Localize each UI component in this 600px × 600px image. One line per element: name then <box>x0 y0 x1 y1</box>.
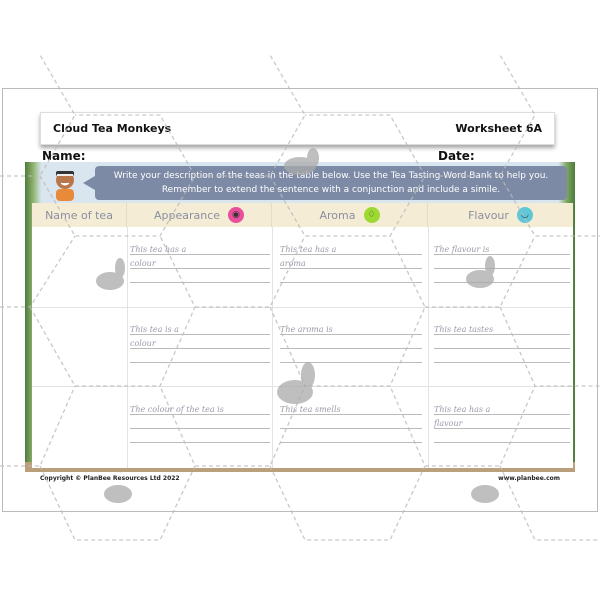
column-divider <box>272 227 273 468</box>
writing-line[interactable] <box>130 334 270 335</box>
writing-line[interactable] <box>130 442 270 443</box>
writing-prompt-flavour[interactable]: This tea tastes <box>434 323 570 363</box>
column-header-appearance: Appearance◉ <box>127 203 272 227</box>
prompt-text: aroma <box>280 259 309 268</box>
prompt-text: The colour of the tea is <box>130 405 227 414</box>
character-avatar <box>56 171 74 201</box>
instructions-banner: Write your description of the teas in th… <box>83 166 567 200</box>
writing-line[interactable] <box>434 268 570 269</box>
writing-prompt-aroma[interactable]: This tea smells <box>280 403 422 443</box>
writing-line[interactable] <box>434 254 570 255</box>
writing-line[interactable] <box>280 268 422 269</box>
writing-prompt-aroma[interactable]: The aroma is <box>280 323 422 363</box>
copyright-text: Copyright © PlanBee Resources Ltd 2022 <box>40 475 180 482</box>
writing-line[interactable] <box>130 428 270 429</box>
writing-line[interactable] <box>434 334 570 335</box>
writing-line[interactable] <box>434 348 570 349</box>
row-divider <box>32 307 573 308</box>
writing-prompt-flavour[interactable]: This tea has a flavour <box>434 403 570 443</box>
table-header: Name of tea Appearance◉ Aroma♢ Flavour◡ <box>32 203 573 227</box>
column-header-name: Name of tea <box>32 203 127 227</box>
column-divider <box>127 227 128 468</box>
column-header-flavour: Flavour◡ <box>428 203 573 227</box>
writing-prompt-appearance[interactable]: The colour of the tea is <box>130 403 270 443</box>
writing-line[interactable] <box>434 362 570 363</box>
worksheet-header: Cloud Tea Monkeys Worksheet 6A <box>40 112 555 145</box>
prompt-text: This tea has a <box>130 245 190 254</box>
writing-prompt-flavour[interactable]: The flavour is <box>434 243 570 283</box>
prompt-text: This tea has a <box>434 405 494 414</box>
prompt-text: The aroma is <box>280 325 336 334</box>
date-label: Date: <box>438 149 475 163</box>
website-text: www.planbee.com <box>498 475 560 482</box>
eye-icon: ◉ <box>228 207 245 223</box>
prompt-text: The flavour is <box>434 245 493 254</box>
writing-line[interactable] <box>280 254 422 255</box>
writing-line[interactable] <box>434 428 570 429</box>
prompt-text: flavour <box>434 419 466 428</box>
row-divider <box>32 386 573 387</box>
date-field[interactable]: Date: <box>438 149 567 163</box>
writing-line[interactable] <box>130 414 270 415</box>
prompt-text: colour <box>130 339 159 348</box>
writing-line[interactable] <box>280 334 422 335</box>
writing-line[interactable] <box>130 268 270 269</box>
writing-line[interactable] <box>280 428 422 429</box>
writing-line[interactable] <box>280 414 422 415</box>
writing-line[interactable] <box>130 254 270 255</box>
name-label: Name: <box>42 149 86 163</box>
writing-line[interactable] <box>280 442 422 443</box>
writing-line[interactable] <box>434 414 570 415</box>
tongue-icon: ◡ <box>516 207 533 223</box>
writing-line[interactable] <box>434 282 570 283</box>
prompt-text: This tea tastes <box>434 325 497 334</box>
prompt-text: This tea has a <box>280 245 340 254</box>
writing-line[interactable] <box>280 362 422 363</box>
writing-line[interactable] <box>130 362 270 363</box>
column-header-aroma: Aroma♢ <box>272 203 428 227</box>
writing-prompt-appearance[interactable]: This tea is a colour <box>130 323 270 363</box>
writing-line[interactable] <box>434 442 570 443</box>
prompt-text: colour <box>130 259 159 268</box>
prompt-text: This tea smells <box>280 405 344 414</box>
writing-prompt-aroma[interactable]: This tea has a aroma <box>280 243 422 283</box>
nose-icon: ♢ <box>363 207 380 223</box>
writing-line[interactable] <box>130 282 270 283</box>
column-divider <box>428 227 429 468</box>
worksheet-title: Cloud Tea Monkeys <box>53 122 172 135</box>
worksheet-number: Worksheet 6A <box>455 122 542 135</box>
writing-line[interactable] <box>280 348 422 349</box>
writing-line[interactable] <box>130 348 270 349</box>
prompt-text: This tea is a <box>130 325 182 334</box>
writing-line[interactable] <box>280 282 422 283</box>
name-field[interactable]: Name: <box>42 149 268 163</box>
tea-description-table: Name of tea Appearance◉ Aroma♢ Flavour◡ … <box>32 203 573 468</box>
writing-prompt-appearance[interactable]: This tea has a colour <box>130 243 270 283</box>
